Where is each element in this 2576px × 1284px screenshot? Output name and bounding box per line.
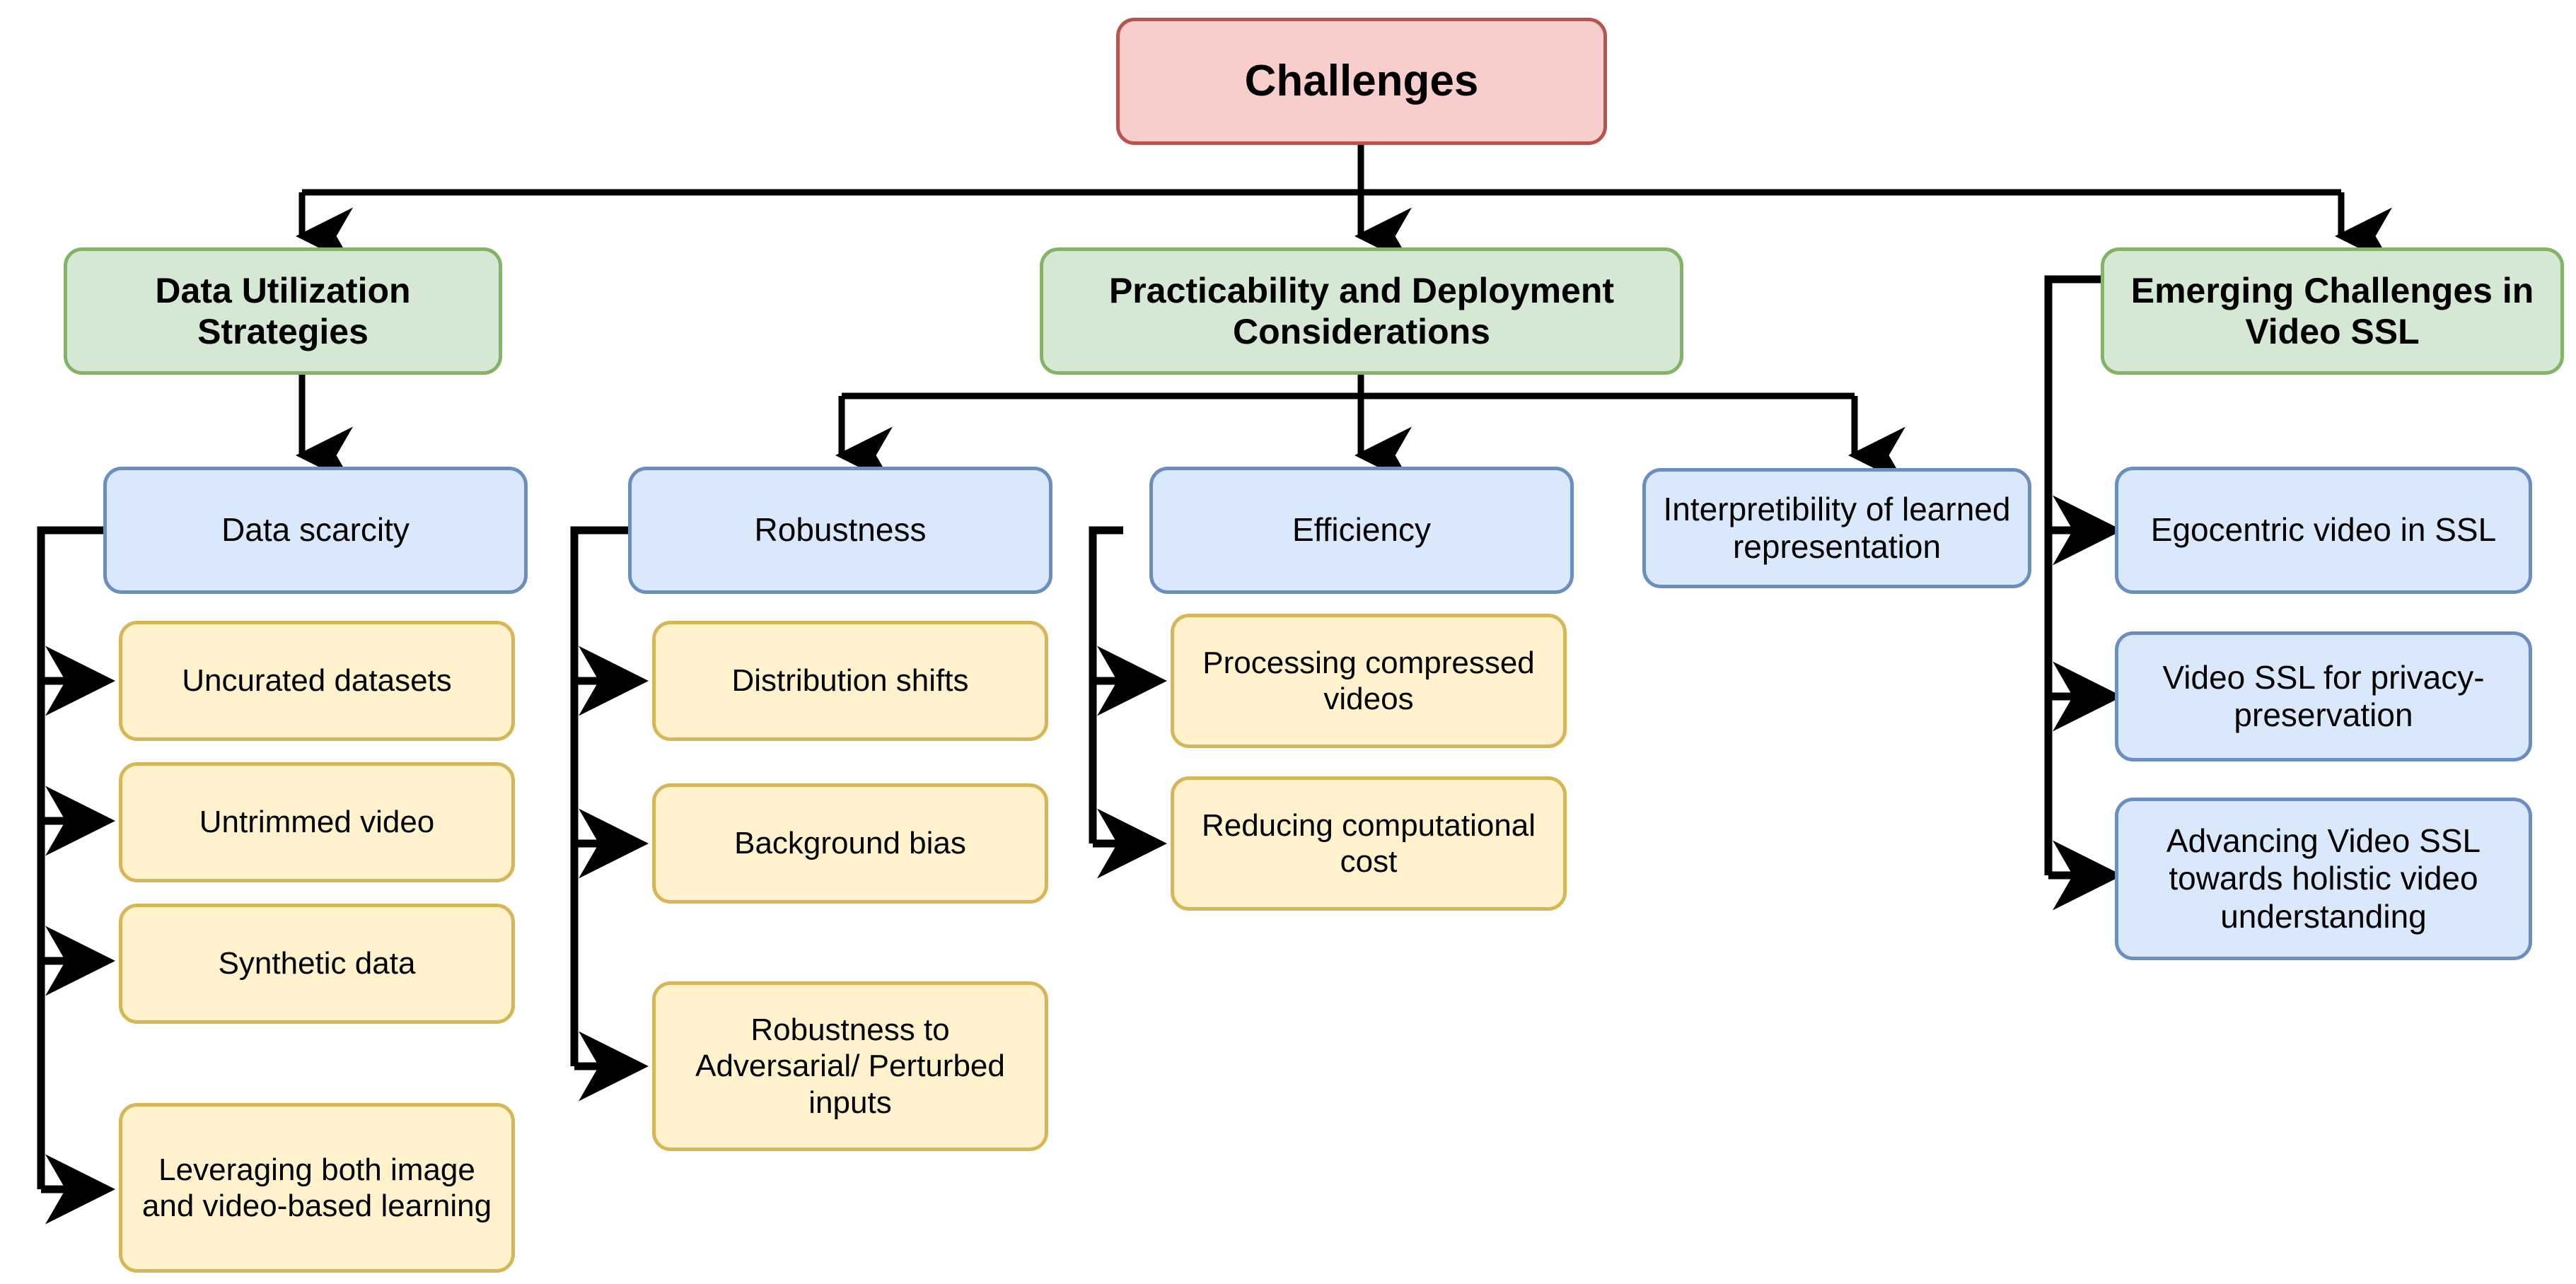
node-subtopic-video-ssl-for-privacy-preservation[interactable]: Video SSL for privacy-preservation [2115,631,2532,761]
node-leaf-robustness-to-adversarial-perturbed-inputs[interactable]: Robustness to Adversarial/ Perturbed inp… [652,981,1048,1151]
node-leaf-background-bias[interactable]: Background bias [652,783,1048,904]
node-label: Distribution shifts [731,663,969,699]
node-leaf-leveraging-both-image-and-video-based-learning[interactable]: Leveraging both image and video-based le… [119,1103,515,1273]
node-label: Leveraging both image and video-based le… [141,1152,492,1223]
node-label: Synthetic data [218,946,416,981]
node-label: Egocentric video in SSL [2150,511,2497,549]
node-subtopic-interpretibility-of-learned-representation[interactable]: Interpretibility of learned representati… [1642,468,2031,588]
node-category-data-utilization-strategies[interactable]: Data Utilization Strategies [64,247,502,375]
node-leaf-distribution-shifts[interactable]: Distribution shifts [652,621,1048,741]
node-label: Background bias [734,826,966,861]
node-label: Video SSL for privacy-preservation [2162,658,2485,733]
node-leaf-synthetic-data[interactable]: Synthetic data [119,904,515,1024]
node-category-practicability-and-deployment-considerations[interactable]: Practicability and Deployment Considerat… [1040,247,1683,375]
node-label: Emerging Challenges in Video SSL [2130,271,2534,351]
node-label: Efficiency [1292,511,1432,549]
node-leaf-reducing-computational-cost[interactable]: Reducing computational cost [1171,776,1567,911]
node-leaf-processing-compressed-videos[interactable]: Processing compressed videos [1171,614,1567,748]
node-subtopic-advancing-video-ssl-towards-holistic-video-understanding[interactable]: Advancing Video SSL towards holistic vid… [2115,798,2532,960]
edge-emerging-to-subtopics [2048,495,2123,911]
node-subtopic-egocentric-video-in-ssl[interactable]: Egocentric video in SSL [2115,467,2532,594]
edge-robustness-to-leaves [574,646,649,1102]
edge-efficiency-to-leaves [1093,646,1167,879]
node-label: Advancing Video SSL towards holistic vid… [2166,822,2481,935]
node-label: Robustness [754,511,927,549]
edge-robustness-spine [570,526,628,1066]
node-root-challenges[interactable]: Challenges [1116,18,1607,145]
edge-root-to-bus [302,145,2341,196]
node-subtopic-robustness[interactable]: Robustness [628,467,1052,594]
node-leaf-uncurated-datasets[interactable]: Uncurated datasets [119,621,515,741]
node-category-emerging-challenges-in-video-ssl[interactable]: Emerging Challenges in Video SSL [2101,247,2564,375]
edge-emerging-spine [2044,275,2101,875]
node-subtopic-data-scarcity[interactable]: Data scarcity [103,467,528,594]
edge-datascarcity-to-leaves [41,646,115,1225]
node-label: Data scarcity [221,511,410,549]
node-label: Uncurated datasets [182,663,452,699]
edge-datascarcity-spine [37,526,103,1189]
edge-practicability-to-bus [842,375,1855,399]
edge-efficiency-spine [1089,526,1123,844]
edge-bus-to-categories [296,192,2392,265]
node-label: Processing compressed videos [1202,645,1535,716]
node-label: Robustness to Adversarial/ Perturbed inp… [695,1012,1005,1120]
node-label: Challenges [1244,57,1479,106]
node-label: Data Utilization Strategies [155,271,411,351]
node-label: Interpretibility of learned representati… [1663,490,2011,565]
node-subtopic-efficiency[interactable]: Efficiency [1149,467,1574,594]
node-label: Practicability and Deployment Considerat… [1108,271,1615,351]
node-leaf-untrimmed-video[interactable]: Untrimmed video [119,762,515,882]
node-label: Untrimmed video [199,805,435,840]
node-label: Reducing computational cost [1201,807,1536,879]
edge-bus-to-subtopics [835,396,1905,484]
